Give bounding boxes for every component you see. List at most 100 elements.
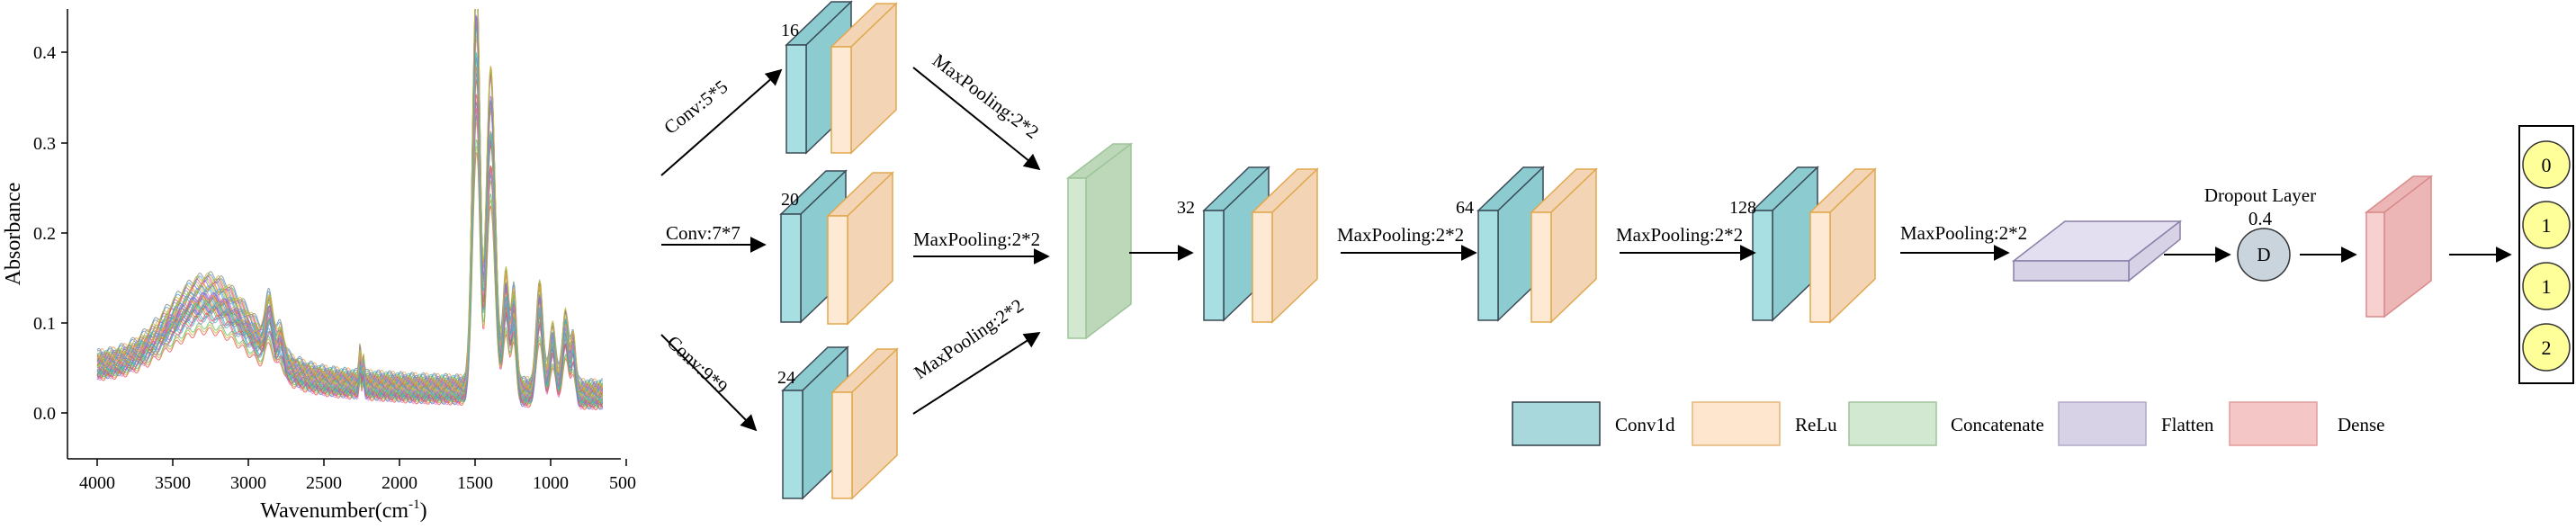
legend: Conv1d ReLu Concatenate Flatten Dense	[1512, 401, 2384, 446]
filters-2-label: 64	[1456, 198, 1474, 218]
spectrum-curve	[96, 118, 603, 390]
pool-arrows: MaxPooling:2*2 MaxPooling:2*2 MaxPooling…	[910, 49, 1050, 415]
spectrum-curve	[96, 14, 603, 406]
spectrum-curve	[96, 145, 603, 409]
x-tick-label: 1000	[533, 473, 569, 493]
dropout-symbol: D	[2257, 244, 2270, 265]
spectrum-curve	[96, 25, 603, 403]
filters-bot-label: 24	[777, 368, 795, 388]
spectrum-curve	[96, 121, 603, 396]
pool-top-label: MaxPooling:2*2	[929, 49, 1043, 143]
spectrum-curve	[96, 9, 603, 405]
spectrum-curve	[96, 34, 603, 393]
spectrum-curve	[96, 9, 603, 403]
output-node	[2522, 140, 2571, 189]
spectrum-plot: 0.0 0.1 0.2 0.3 0.4 4000 3500 3000 2500 …	[2, 9, 636, 523]
spectrum-curve	[96, 77, 603, 398]
legend-label-flatten: Flatten	[2161, 414, 2214, 435]
legend-swatch-conv1d	[1512, 401, 1601, 446]
arrow-conv-bot	[660, 334, 758, 432]
arrow-pool-bot	[912, 332, 1041, 415]
output-label: 1	[2542, 214, 2552, 237]
dense-block	[2364, 175, 2434, 318]
concat-block-side-face	[1085, 142, 1132, 340]
pool-mid-label: MaxPooling:2*2	[913, 229, 1040, 250]
spectrum-curve	[96, 65, 603, 394]
legend-label-relu: ReLu	[1795, 414, 1837, 435]
x-axis-label: Wavenumber(cm-1)	[260, 498, 426, 523]
output-label: 0	[2542, 154, 2552, 176]
y-tick-label: 0.1	[33, 314, 56, 334]
relu-block-3	[1809, 167, 1877, 324]
filters-1-label: 32	[1177, 198, 1195, 218]
spectrum-curve	[96, 9, 603, 392]
relu-block-3-front-face	[1809, 211, 1831, 323]
y-tick-label: 0.3	[33, 134, 56, 154]
spectrum-curve	[96, 59, 603, 406]
y-tick-label: 0.2	[33, 224, 56, 244]
relu-block-top	[830, 2, 898, 155]
conv-block-mid-front-face	[780, 213, 802, 323]
relu-block-mid	[826, 171, 894, 326]
spectrum-curve	[96, 28, 603, 391]
legend-label-concatenate: Concatenate	[1951, 414, 2044, 435]
relu-block-bot	[830, 347, 899, 500]
legend-swatch-dense	[2229, 401, 2318, 446]
spectrum-curve	[96, 59, 603, 400]
dropout-title: Dropout Layer	[2204, 184, 2316, 206]
conv-block-1-front-face	[1203, 210, 1225, 321]
spectrum-curve	[96, 52, 603, 404]
output-label: 2	[2542, 336, 2552, 359]
dense-block-front-face	[2365, 211, 2385, 318]
relu-block-top-front-face	[830, 46, 852, 154]
spectrum-curve	[96, 94, 603, 408]
output-label: 1	[2542, 275, 2552, 298]
y-ticks: 0.0 0.1 0.2 0.3 0.4	[33, 43, 67, 424]
legend-swatch-relu	[1692, 401, 1781, 446]
output-nodes: 0 1 1 2	[2522, 140, 2571, 372]
pool-bot-label: MaxPooling:2*2	[910, 294, 1027, 383]
conv-block-top-front-face	[785, 44, 807, 154]
spectrum-curve	[96, 107, 603, 399]
pool-1-label: MaxPooling:2*2	[1337, 224, 1464, 246]
spectrum-curve	[96, 107, 603, 392]
relu-block-bot-front-face	[831, 391, 853, 499]
spectrum-curve	[97, 152, 603, 411]
spectrum-curve	[96, 9, 603, 390]
x-tick-label: 4000	[79, 473, 115, 493]
x-tick-label: 3500	[155, 473, 191, 493]
legend-swatch-flatten	[2058, 401, 2147, 446]
arrow-conv-top	[660, 68, 783, 176]
main-chain-arrows	[1129, 245, 2512, 263]
spectrum-curve	[96, 66, 603, 402]
conv-block-3-front-face	[1752, 210, 1773, 321]
dropout-node	[2237, 228, 2291, 282]
spectrum-curve	[96, 71, 603, 396]
filters-top-label: 16	[781, 21, 799, 40]
spectrum-curve	[96, 18, 603, 401]
relu-block-2-front-face	[1530, 211, 1552, 323]
x-tick-label: 1500	[457, 473, 493, 493]
pool-3-label: MaxPooling:2*2	[1900, 222, 2027, 244]
y-axis-label: Absorbance	[2, 183, 25, 286]
flatten-block	[2011, 220, 2183, 282]
conv-bot-label: Conv:9*9	[663, 331, 732, 398]
relu-block-mid-front-face	[827, 215, 848, 325]
filters-mid-label: 20	[781, 190, 799, 210]
spectrum-curve	[96, 139, 603, 408]
conv-mid-label: Conv:7*7	[666, 222, 740, 244]
concat-block	[1065, 142, 1134, 340]
x-tick-label: 3000	[230, 473, 266, 493]
pool-2-label: MaxPooling:2*2	[1616, 224, 1743, 246]
x-tick-label: 500	[609, 473, 636, 493]
output-node	[2522, 262, 2571, 310]
arrow-pool-top	[912, 67, 1041, 171]
spectrum-curve	[96, 73, 603, 390]
y-tick-label: 0.4	[33, 43, 56, 63]
x-axis-label-main: Wavenumber(cm	[260, 499, 408, 523]
concat-block-front-face	[1067, 177, 1087, 339]
branch-arrows: Conv:5*5 Conv:7*7 Conv:9*9	[660, 68, 783, 432]
x-tick-label: 2000	[381, 473, 417, 493]
